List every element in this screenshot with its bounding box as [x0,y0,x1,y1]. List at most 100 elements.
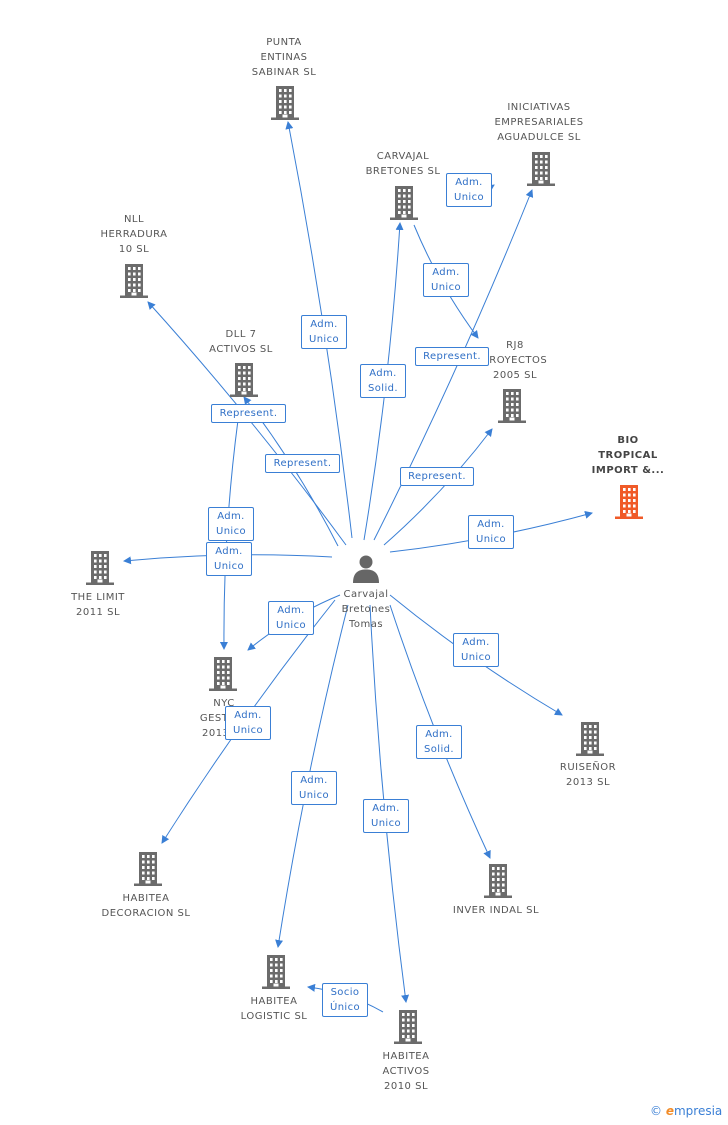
relation-label-line: Represent. [423,351,481,362]
relation-label-line: Adm. [310,319,338,330]
company-label-activos2010[interactable]: HABITEA ACTIVOS 2010 SL [356,1049,456,1094]
company-label-carvajal-bretones[interactable]: CARVAJAL BRETONES SL [353,149,453,179]
company-label-line: IMPORT &... [591,465,665,476]
company-label-line: PROYECTOS [482,355,548,366]
company-label-line: GESTION [199,713,249,724]
company-label-line: CARVAJAL [376,151,430,162]
company-label-line: LOGISTIC SL [240,1011,308,1022]
company-label-decoracion[interactable]: HABITEA DECORACION SL [88,891,204,921]
relation-label-line: Adm. [300,775,328,786]
relation-label[interactable]: Represent. [265,454,340,473]
relation-label[interactable]: Adm. Unico [363,799,409,833]
person-icon[interactable] [351,553,381,583]
relation-label-line: Unico [215,526,247,537]
center-label-line: Bretones [341,604,391,615]
company-label-nyc[interactable]: NYC GESTION 2013 SL [174,696,274,741]
relation-label[interactable]: Adm. Unico [446,173,492,207]
company-label-line: ACTIVOS SL [209,344,273,355]
brand-initial: e [665,1104,674,1118]
company-label-rj8[interactable]: RJ8 PROYECTOS 2005 SL [465,338,565,383]
relation-label[interactable]: Adm. Unico [453,633,499,667]
company-label-line: INICIATIVAS [507,102,571,113]
building-icon-highlighted[interactable] [615,485,643,519]
relation-label-line: Solid. [368,383,398,394]
relation-label[interactable]: Adm. Unico [291,771,337,805]
company-label-logistic[interactable]: HABITEA LOGISTIC SL [224,994,324,1024]
relation-label[interactable]: Adm. Unico [268,601,314,635]
building-icon[interactable] [120,264,148,298]
building-icon[interactable] [271,86,299,120]
building-icon[interactable] [390,186,418,220]
building-icon[interactable] [498,389,526,423]
relation-label[interactable]: Adm. Unico [206,542,252,576]
building-icon[interactable] [86,551,114,585]
relation-label[interactable]: Adm. Unico [225,706,271,740]
company-label-punta[interactable]: PUNTA ENTINAS SABINAR SL [234,35,334,80]
relation-label[interactable]: Socio Único [322,983,368,1017]
building-icon[interactable] [576,722,604,756]
company-label-line: 2005 SL [492,370,538,381]
relation-label-line: Adm. [277,605,305,616]
company-label-line: 2013 SL [565,777,611,788]
center-person-label[interactable]: Carvajal Bretones Tomas [322,587,410,632]
company-label-line: SABINAR SL [251,67,317,78]
building-icon[interactable] [484,864,512,898]
relation-label-line: Adm. [462,637,490,648]
relation-label-line: Único [329,1002,361,1013]
relation-label-line: Unico [308,334,340,345]
company-label-line: 10 SL [118,244,150,255]
relation-label-line: Adm. [215,546,243,557]
brand-logo[interactable]: © empresia [650,1104,722,1118]
company-label-line: ACTIVOS [382,1066,430,1077]
relation-label-line: Unico [275,620,307,631]
company-label-dll7[interactable]: DLL 7 ACTIVOS SL [191,327,291,357]
building-icon[interactable] [230,363,258,397]
building-icon[interactable] [394,1010,422,1044]
relation-label[interactable]: Adm. Unico [208,507,254,541]
relation-label-line: Represent. [273,458,332,469]
relation-label-line: Unico [370,818,402,829]
relation-label-line: Adm. [217,511,245,522]
brand-name: mpresia [673,1104,723,1118]
relation-edge [383,428,493,546]
company-label-line: RUISEÑOR [559,762,617,773]
company-label-nll[interactable]: NLL HERRADURA 10 SL [84,212,184,257]
relation-label-line: Socio [330,987,360,998]
company-label-line: BIO [617,435,639,446]
relation-label[interactable]: Represent. [211,404,286,423]
building-icon[interactable] [209,657,237,691]
company-label-line: 2011 SL [75,607,121,618]
relation-label-line: Adm. [372,803,400,814]
company-label-bio[interactable]: BIO TROPICAL IMPORT &... [580,433,676,478]
relation-label-line: Solid. [424,744,454,755]
building-icon[interactable] [134,852,162,886]
company-label-line: ENTINAS [260,52,308,63]
company-label-line: BRETONES SL [365,166,441,177]
relation-label[interactable]: Adm. Unico [468,515,514,549]
relation-label[interactable]: Adm. Unico [301,315,347,349]
company-label-inverindal[interactable]: INVER INDAL SL [440,903,552,918]
company-label-line: 2010 SL [383,1081,429,1092]
company-label-line: DLL 7 [225,329,257,340]
company-label-iniciativas[interactable]: INICIATIVAS EMPRESARIALES AGUADULCE SL [479,100,599,145]
relation-label-line: Adm. [432,267,460,278]
company-label-ruisenor[interactable]: RUISEÑOR 2013 SL [538,760,638,790]
relation-label[interactable]: Represent. [415,347,489,366]
building-icon[interactable] [527,152,555,186]
relation-label-line: Unico [213,561,245,572]
building-icon[interactable] [262,955,290,989]
center-label-line: Carvajal [343,589,389,600]
company-label-line: AGUADULCE SL [497,132,581,143]
relation-label-line: Represent. [219,408,278,419]
relation-label[interactable]: Adm. Solid. [360,364,406,398]
relation-label[interactable]: Adm. Unico [423,263,469,297]
company-label-line: RJ8 [506,340,524,351]
relation-label-line: Represent. [408,471,466,482]
relation-label-line: Adm. [234,710,262,721]
company-label-line: EMPRESARIALES [494,117,584,128]
relation-label-line: Adm. [425,729,453,740]
relation-label[interactable]: Adm. Solid. [416,725,462,759]
company-label-line: DECORACION SL [101,908,191,919]
relation-label[interactable]: Represent. [400,467,474,486]
company-label-thelimit[interactable]: THE LIMIT 2011 SL [48,590,148,620]
